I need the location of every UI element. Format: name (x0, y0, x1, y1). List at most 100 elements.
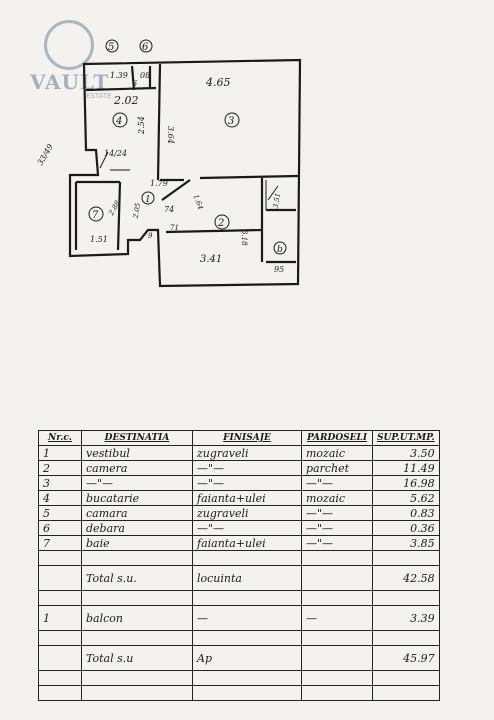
dim-9: 9 (148, 232, 153, 240)
cell-surface: 45.97 (372, 645, 440, 671)
cell-destination: Total s.u. (81, 565, 193, 591)
cell-destination: debara (81, 520, 193, 536)
cell-nr: 2 (38, 460, 82, 476)
dim-08: 08 (140, 71, 150, 80)
cell-finishes: —"— (192, 460, 302, 476)
cell-finishes: faianta+ulei (192, 490, 302, 506)
cell-flooring: —"— (301, 535, 373, 551)
dim-164: 1.64 (192, 193, 205, 210)
cell-surface: 3.50 (372, 445, 440, 461)
floor-plan: 5 6 3 4 1 7 2 b 4.65 1.39 08 6 2.02 2.54… (36, 39, 302, 288)
dim-364: 3.64 (166, 126, 175, 144)
cell-finishes: Ap (192, 645, 302, 671)
room-3-marker (224, 112, 240, 128)
cell-nr (38, 590, 82, 606)
cell-flooring: —"— (301, 475, 373, 491)
dim-139: 1.39 (110, 71, 128, 80)
cell-nr: 1 (38, 445, 82, 461)
table-row (38, 685, 440, 701)
table-row (38, 670, 440, 686)
cell-flooring: parchet (301, 460, 373, 476)
cell-finishes: faianta+ulei (192, 535, 302, 551)
label-room2: 2 (217, 218, 224, 229)
cell-finishes (192, 590, 302, 606)
room-7-marker (88, 206, 104, 222)
cell-surface: 16.98 (372, 475, 440, 491)
cell-destination (81, 630, 193, 646)
cell-finishes (192, 685, 302, 701)
cell-nr: 7 (38, 535, 82, 551)
cell-surface: 11.49 (372, 460, 440, 476)
cell-finishes: zugraveli (192, 445, 302, 461)
header-nr: Nr.c. (38, 430, 82, 446)
label-circle-5: 5 (108, 42, 114, 53)
cell-nr (38, 630, 82, 646)
dim-top-room: 4.65 (205, 76, 231, 89)
cell-flooring (301, 630, 373, 646)
cell-nr: 6 (38, 520, 82, 536)
table-header-row: Nr.c. DESTINATIA FINISAJE PARDOSELI SUP.… (38, 430, 440, 446)
dim-254: 2.54 (137, 116, 146, 135)
dim-side: 33/49 (36, 142, 55, 166)
dim-6: 6 (132, 79, 137, 88)
label-room7: 7 (92, 210, 99, 221)
cell-surface (372, 630, 440, 646)
cell-destination (81, 685, 193, 701)
label-room4: 4 (115, 116, 122, 127)
room-number-5-marker (105, 39, 119, 53)
header-surface: SUP.UT.MP. (372, 430, 440, 446)
cell-destination: —"— (81, 475, 193, 491)
cell-destination: baie (81, 535, 193, 551)
cell-nr: 4 (38, 490, 82, 506)
dim-318: 3.18 (240, 230, 248, 246)
label-circle-6: 6 (142, 42, 149, 53)
cell-destination (81, 670, 193, 686)
cell-destination (81, 550, 193, 566)
room-4-marker (112, 112, 128, 128)
cell-flooring: mozaic (301, 445, 373, 461)
room-2-marker (214, 214, 230, 230)
cell-destination: vestibul (81, 445, 193, 461)
cell-destination: Total s.u (81, 645, 193, 671)
label-room3: 3 (228, 116, 234, 127)
surface-table: Nr.c. DESTINATIA FINISAJE PARDOSELI SUP.… (38, 430, 440, 701)
cell-surface (372, 590, 440, 606)
cell-surface: 5.62 (372, 490, 440, 506)
cell-destination (81, 590, 193, 606)
cell-surface: 3.39 (372, 605, 440, 631)
cell-finishes (192, 550, 302, 566)
cell-finishes: locuinta (192, 565, 302, 591)
logo-wheel-icon (44, 20, 94, 70)
cell-flooring (301, 645, 373, 671)
dim-14: 14/24 (104, 149, 127, 158)
cell-finishes: —"— (192, 520, 302, 536)
cell-flooring: —"— (301, 505, 373, 521)
cell-finishes: — (192, 605, 302, 631)
cell-nr (38, 550, 82, 566)
cell-surface (372, 550, 440, 566)
cell-surface (372, 670, 440, 686)
dim-151: 1.51 (90, 235, 108, 244)
cell-flooring (301, 670, 373, 686)
logo-subtext: ESTATE (86, 92, 112, 100)
cell-surface: 0.36 (372, 520, 440, 536)
cell-nr: 1 (38, 605, 82, 631)
cell-surface: 3.85 (372, 535, 440, 551)
cell-flooring (301, 565, 373, 591)
dim-71: 71 (170, 224, 179, 232)
table-row (38, 590, 440, 606)
dim-341: 3.41 (200, 254, 222, 265)
cell-surface: 0.83 (372, 505, 440, 521)
cell-nr: 5 (38, 505, 82, 521)
room-1-marker (141, 191, 155, 205)
cell-flooring: — (301, 605, 373, 631)
cell-destination: camara (81, 505, 193, 521)
